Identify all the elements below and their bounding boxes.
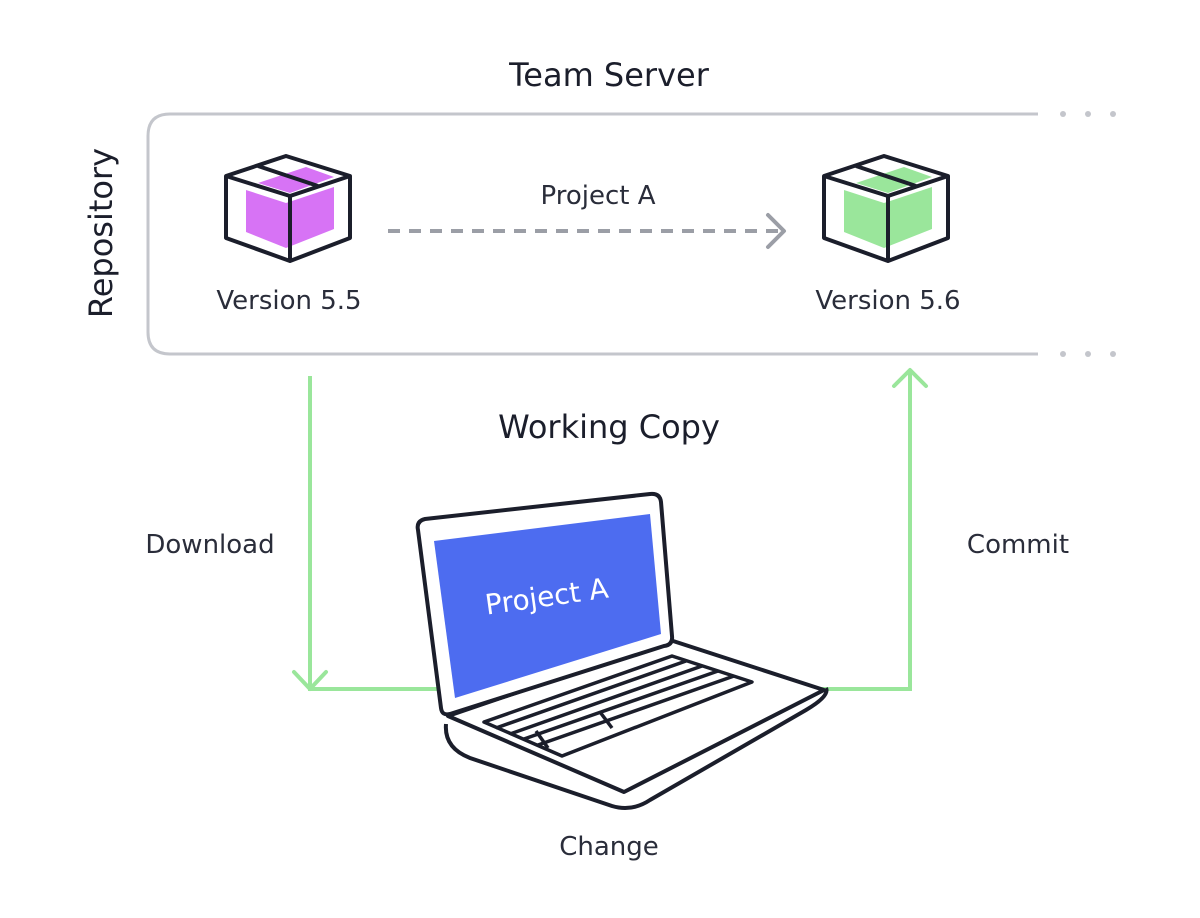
laptop-screen (434, 514, 661, 698)
version-label-old: Version 5.5 (216, 286, 361, 316)
laptop-icon: Project A (415, 491, 829, 810)
download-label: Download (145, 530, 274, 560)
commit-label: Commit (967, 530, 1069, 560)
commit-arrow-line (818, 372, 912, 691)
keyboard (482, 654, 754, 758)
version-label-new: Version 5.6 (815, 286, 960, 316)
repository-continuation-dots (1060, 111, 1116, 357)
commit-arrow-head-icon (892, 368, 928, 388)
change-label: Change (559, 832, 659, 862)
package-box-icon (822, 154, 950, 263)
repository-label: Repository (82, 148, 120, 318)
working-copy-title: Working Copy (498, 408, 720, 446)
package-box-icon (224, 154, 352, 263)
repository-frame (146, 112, 1038, 356)
download-arrow-head-icon (292, 670, 328, 691)
server-title: Team Server (508, 56, 710, 94)
transition-label: Project A (540, 181, 655, 211)
dashed-arrow-head-icon (766, 213, 786, 249)
